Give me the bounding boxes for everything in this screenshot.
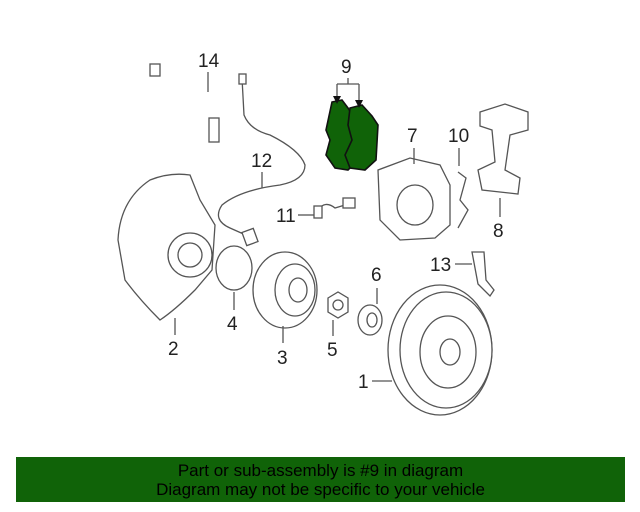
brake-hose-part[interactable] (149, 63, 220, 151)
banner-line-2: Diagram may not be specific to your vehi… (156, 480, 485, 499)
bracket-part[interactable] (471, 251, 495, 298)
rotor-part[interactable] (387, 284, 493, 416)
callout-11: 11 (276, 206, 296, 227)
callout-4: 4 (227, 314, 238, 335)
abs-sensor-wire-part[interactable] (217, 73, 306, 247)
info-banner: Part or sub-assembly is #9 in diagram Di… (16, 457, 625, 502)
callout-7: 7 (407, 126, 418, 147)
spring-clip-part[interactable] (457, 171, 469, 229)
callout-12: 12 (251, 151, 272, 172)
callout-9: 9 (341, 57, 352, 78)
callout-2: 2 (168, 339, 179, 360)
brake-pads-part[interactable] (325, 99, 379, 171)
callout-3: 3 (277, 348, 288, 369)
cap-part[interactable] (357, 304, 383, 336)
splash-shield-part[interactable] (117, 173, 216, 321)
callout-10: 10 (448, 126, 469, 147)
callout-13: 13 (430, 255, 451, 276)
caliper-bracket-part[interactable] (477, 103, 529, 195)
hub-part[interactable] (252, 251, 318, 329)
nut-part[interactable] (327, 291, 349, 319)
callout-14: 14 (198, 51, 220, 72)
caliper-part[interactable] (377, 157, 451, 241)
callout-8: 8 (493, 221, 504, 242)
callout-5: 5 (327, 340, 338, 361)
callout-6: 6 (371, 265, 382, 286)
o-ring-part[interactable] (215, 245, 253, 291)
wear-sensor-part[interactable] (313, 197, 356, 219)
banner-line-1: Part or sub-assembly is #9 in diagram (177, 461, 464, 480)
callout-1: 1 (358, 372, 369, 393)
